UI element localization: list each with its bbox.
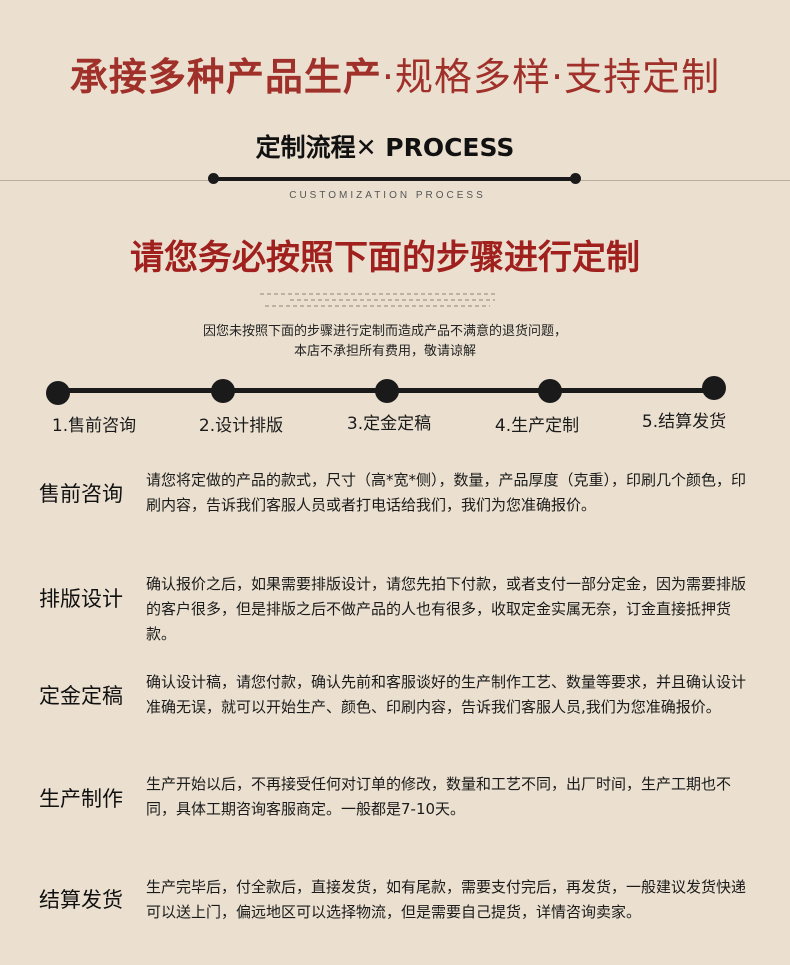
detail-text: 确认报价之后，如果需要排版设计，请您先拍下付款，或者支付一部分定金，因为需要排版… — [146, 575, 747, 643]
headline-separator: · — [381, 55, 395, 99]
headline-separator: · — [551, 55, 565, 99]
step-label: 5.结算发货 — [641, 412, 727, 432]
warning-heading: 请您务必按照下面的步骤进行定制 — [130, 238, 640, 278]
detail-title: 售前咨询 — [39, 482, 123, 506]
detail-title: 生产制作 — [39, 787, 123, 811]
timeline-dot — [375, 379, 399, 403]
notice: 因您未按照下面的步骤进行定制而造成产品不满意的退货问题， 本店不承担所有费用，敬… — [0, 322, 770, 362]
detail-title: 结算发货 — [39, 888, 123, 912]
notice-line-2: 本店不承担所有费用，敬请谅解 — [293, 344, 476, 359]
timeline-dot — [702, 376, 726, 400]
section-subtitle: CUSTOMIZATION PROCESS — [289, 190, 486, 201]
headline-bold: 承接多种产品生产 — [69, 55, 382, 99]
timeline-dot — [211, 379, 235, 403]
detail-title: 排版设计 — [39, 587, 123, 611]
timeline-dot — [46, 381, 70, 405]
step-label: 3.定金定稿 — [346, 414, 432, 434]
divider-bold-bar — [213, 177, 575, 181]
timeline-dot — [538, 379, 562, 403]
step-label: 1.售前咨询 — [51, 416, 137, 436]
step-label: 4.生产定制 — [494, 416, 580, 436]
detail-title: 定金定稿 — [39, 684, 123, 708]
decorative-texture — [290, 299, 495, 301]
decorative-texture — [260, 293, 495, 295]
detail-text: 请您将定做的产品的款式，尺寸（高*宽*侧），数量，产品厚度（克重），印刷几个颜色… — [146, 471, 747, 514]
section-title: 定制流程✕ PROCESS — [255, 133, 515, 162]
detail-text: 确认设计稿，请您付款，确认先前和客服谈好的生产制作工艺、数量等要求，并且确认设计… — [146, 673, 747, 716]
decorative-texture — [265, 305, 490, 307]
divider-dot-right — [570, 173, 581, 184]
headline: 承接多种产品生产·规格多样·支持定制 — [0, 46, 790, 101]
headline-part-2: 规格多样 — [394, 55, 551, 99]
notice-line-1: 因您未按照下面的步骤进行定制而造成产品不满意的退货问题， — [202, 324, 567, 339]
detail-text: 生产完毕后，付全款后，直接发货，如有尾款，需要支付完后，再发货，一般建议发货快递… — [146, 878, 747, 921]
step-label: 2.设计排版 — [198, 416, 284, 436]
headline-part-3: 支持定制 — [564, 55, 721, 99]
divider-dot-left — [208, 173, 219, 184]
detail-text: 生产开始以后，不再接受任何对订单的修改，数量和工艺不同，出厂时间，生产工期也不同… — [146, 775, 732, 818]
